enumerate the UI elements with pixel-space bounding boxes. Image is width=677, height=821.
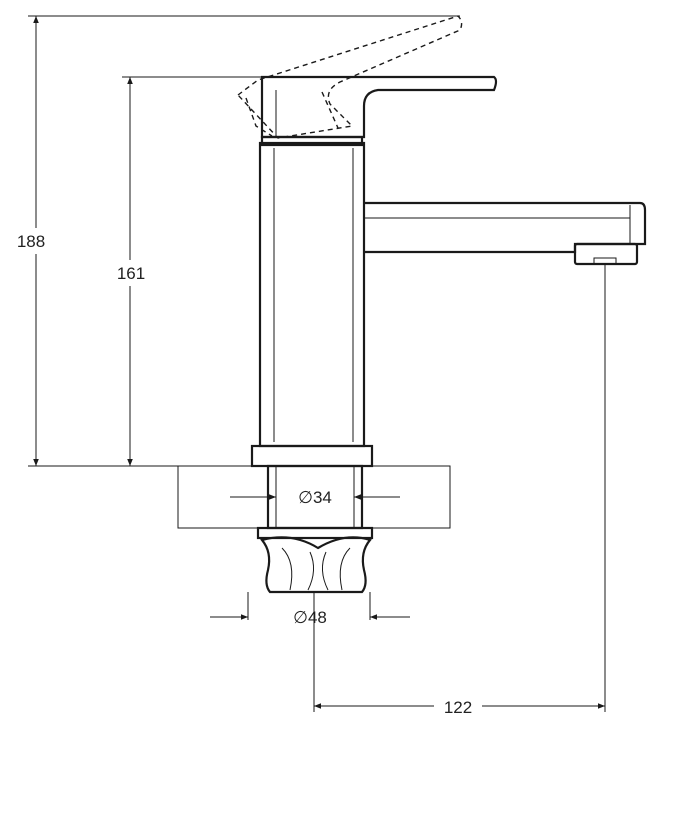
dimension-outer-diameter: ∅48 [210,592,410,627]
faucet-body [236,15,647,468]
dimension-body-height: 161 [108,76,262,466]
dimension-inner-diameter: ∅34 [230,484,400,510]
label-spout-reach: 122 [444,698,472,717]
label-body-height: 161 [117,264,145,283]
dimension-spout-reach: 122 [313,264,606,720]
aerator [573,242,639,266]
label-outer-diameter: ∅48 [293,608,327,627]
lever-handle [260,75,498,139]
wing-nut-center [307,551,329,591]
nut-plate [256,526,374,540]
wing-nut-detail-right [339,547,351,591]
wing-nut-detail-left [281,547,293,591]
main-column [258,141,366,448]
handle-raised-detail-2 [321,91,339,129]
wing-nut [260,536,372,594]
base-collar [250,444,374,468]
lever-handle-raised [236,15,463,139]
label-total-height: 188 [17,232,45,251]
dimension-total-height: 188 [8,15,460,467]
label-inner-diameter: ∅34 [298,488,332,507]
handle-raised-detail [245,97,273,137]
